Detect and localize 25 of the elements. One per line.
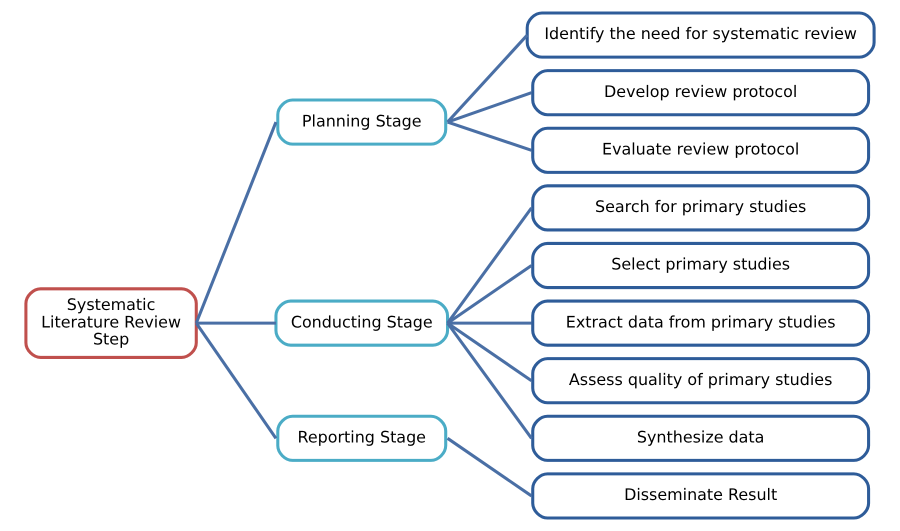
connector [446,322,533,440]
node-box: Systematic Literature Review Step [24,287,198,359]
node-box: Synthesize data [531,414,870,462]
connector [448,322,532,325]
node-box: Identify the need for systematic review [526,11,876,59]
node-box: Develop review protocol [531,69,870,116]
node-box: Select primary studies [531,242,870,290]
connector [446,264,532,324]
node-box: Reporting Stage [276,414,448,462]
connector [446,437,532,498]
connector [447,120,532,152]
connector [447,91,532,124]
node-box: Search for primary studies [531,184,870,232]
node-box: Extract data from primary studies [531,300,870,347]
node-box: Conducting Stage [274,300,450,347]
node-box: Disseminate Result [531,472,870,520]
connector [446,34,528,124]
connector [446,206,533,324]
node-box: Assess quality of primary studies [531,357,870,404]
connector [196,322,276,325]
connector [194,122,278,324]
connector [195,322,278,440]
node-box: Evaluate review protocol [531,126,870,174]
node-box: Planning Stage [276,98,448,146]
connector [446,322,532,382]
